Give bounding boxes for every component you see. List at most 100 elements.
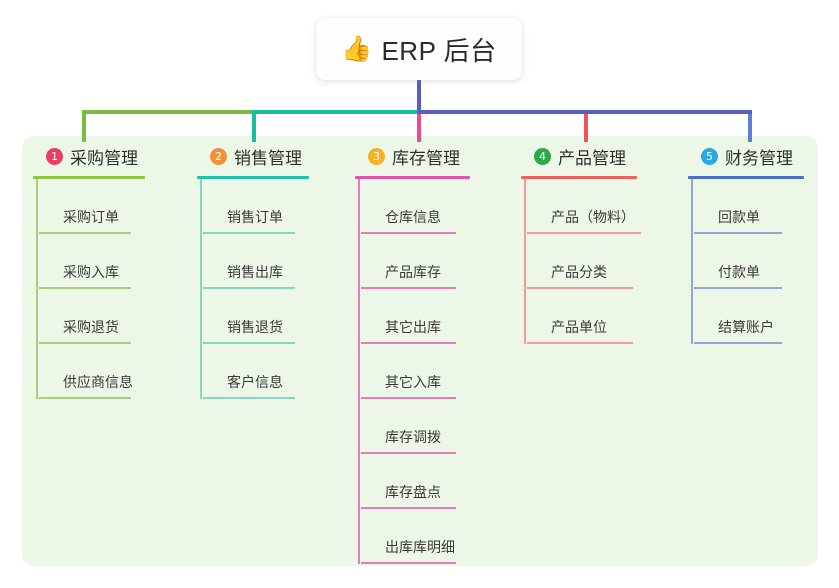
branch-item-label: 回款单 bbox=[718, 209, 760, 225]
branch-item-label: 产品分类 bbox=[551, 264, 607, 280]
branch-item-label: 产品库存 bbox=[385, 264, 441, 280]
branch-item-label: 供应商信息 bbox=[63, 374, 133, 390]
branch-header-rule bbox=[197, 176, 309, 179]
branch-title: 产品管理 bbox=[558, 148, 626, 168]
branch-item-label: 销售退货 bbox=[227, 319, 283, 335]
branch-header-rule bbox=[33, 176, 145, 179]
branch-number-badge: 1 bbox=[46, 147, 63, 165]
branch-title: 采购管理 bbox=[70, 148, 138, 168]
branch-item-label: 其它出库 bbox=[385, 319, 441, 335]
branch-item-label: 付款单 bbox=[718, 264, 760, 280]
branch-item-label: 产品（物料） bbox=[551, 209, 635, 225]
branch-item[interactable]: 其它出库 bbox=[361, 289, 470, 344]
branch-title: 库存管理 bbox=[392, 148, 460, 168]
branch-header-rule bbox=[355, 176, 470, 179]
branch-item-rule bbox=[203, 232, 295, 234]
branch-item-rule bbox=[527, 232, 641, 234]
root-node-title: ERP 后台 bbox=[381, 35, 497, 66]
branch-item-rule bbox=[527, 342, 633, 344]
branch-title: 销售管理 bbox=[234, 148, 302, 168]
branch-item-label: 出库库明细 bbox=[385, 539, 455, 555]
branch-header-4[interactable]: 4 产品管理 bbox=[521, 144, 637, 168]
branch-spine bbox=[200, 179, 202, 399]
branch-item[interactable]: 库存调拨 bbox=[361, 399, 470, 454]
branch-item[interactable]: 库存盘点 bbox=[361, 454, 470, 509]
branch-item-label: 客户信息 bbox=[227, 374, 283, 390]
branch-header-5[interactable]: 5 财务管理 bbox=[688, 144, 804, 168]
branch-item[interactable]: 产品分类 bbox=[527, 234, 637, 289]
branch-item[interactable]: 采购入库 bbox=[39, 234, 145, 289]
branch-item-rule bbox=[694, 287, 782, 289]
branch-number-badge: 4 bbox=[534, 147, 551, 165]
branch-column-5: 5 财务管理回款单付款单结算账户 bbox=[688, 144, 804, 344]
root-node-card[interactable]: 👍 ERP 后台 bbox=[316, 18, 522, 80]
branch-item-label: 采购订单 bbox=[63, 209, 119, 225]
drop-connector-5 bbox=[748, 110, 752, 142]
branch-item-list: 仓库信息产品库存其它出库其它入库库存调拨库存盘点出库库明细 bbox=[355, 179, 470, 564]
branch-spine bbox=[36, 179, 38, 399]
branch-spine bbox=[691, 179, 693, 344]
branch-item-rule bbox=[361, 452, 456, 454]
branch-item-rule bbox=[361, 342, 456, 344]
branch-column-1: 1 采购管理采购订单采购入库采购退货供应商信息 bbox=[33, 144, 145, 399]
branch-item-rule bbox=[361, 562, 456, 564]
branch-item[interactable]: 产品（物料） bbox=[527, 179, 641, 234]
branch-item[interactable]: 仓库信息 bbox=[361, 179, 470, 234]
branch-item[interactable]: 销售出库 bbox=[203, 234, 309, 289]
branch-header-rule bbox=[521, 176, 637, 179]
branch-item[interactable]: 其它入库 bbox=[361, 344, 470, 399]
branch-item[interactable]: 付款单 bbox=[694, 234, 804, 289]
branch-item[interactable]: 供应商信息 bbox=[39, 344, 145, 399]
root-node-inner: 👍 ERP 后台 bbox=[341, 31, 496, 68]
branch-item-rule bbox=[203, 287, 295, 289]
branch-item-list: 采购订单采购入库采购退货供应商信息 bbox=[33, 179, 145, 399]
branch-header-1[interactable]: 1 采购管理 bbox=[33, 144, 145, 168]
branch-item[interactable]: 客户信息 bbox=[203, 344, 309, 399]
branch-item[interactable]: 产品库存 bbox=[361, 234, 470, 289]
branch-column-2: 2 销售管理销售订单销售出库销售退货客户信息 bbox=[197, 144, 309, 399]
bus-segment-blue bbox=[418, 110, 752, 114]
branch-spine bbox=[524, 179, 526, 344]
branch-item-rule bbox=[39, 397, 131, 399]
branch-title: 财务管理 bbox=[725, 148, 793, 168]
trunk-connector bbox=[417, 80, 421, 113]
branch-item[interactable]: 产品单位 bbox=[527, 289, 637, 344]
branch-header-2[interactable]: 2 销售管理 bbox=[197, 144, 309, 168]
drop-connector-2 bbox=[252, 110, 256, 142]
branch-item-list: 产品（物料） 产品分类产品单位 bbox=[521, 179, 641, 344]
branch-item-rule bbox=[361, 507, 456, 509]
branch-item-rule bbox=[203, 342, 295, 344]
branch-spine bbox=[358, 179, 360, 564]
branch-header-3[interactable]: 3 库存管理 bbox=[355, 144, 470, 168]
drop-connector-4 bbox=[584, 113, 588, 142]
branch-item-rule bbox=[361, 397, 456, 399]
branch-item-rule bbox=[361, 287, 456, 289]
branch-item[interactable]: 结算账户 bbox=[694, 289, 804, 344]
branch-item-label: 产品单位 bbox=[551, 319, 607, 335]
branch-column-3: 3 库存管理仓库信息产品库存其它出库其它入库库存调拨库存盘点出库库明细 bbox=[355, 144, 470, 564]
drop-connector-3 bbox=[417, 113, 421, 142]
branch-item[interactable]: 采购退货 bbox=[39, 289, 145, 344]
branch-number-badge: 2 bbox=[210, 147, 227, 165]
branch-item[interactable]: 回款单 bbox=[694, 179, 804, 234]
branch-item-label: 采购入库 bbox=[63, 264, 119, 280]
branch-item-rule bbox=[39, 287, 131, 289]
branch-item[interactable]: 销售退货 bbox=[203, 289, 309, 344]
branch-item-list: 回款单付款单结算账户 bbox=[688, 179, 804, 344]
branch-item[interactable]: 采购订单 bbox=[39, 179, 145, 234]
branch-number-badge: 3 bbox=[368, 147, 385, 165]
branch-column-4: 4 产品管理产品（物料） 产品分类产品单位 bbox=[521, 144, 641, 344]
branch-item-label: 销售出库 bbox=[227, 264, 283, 280]
bus-segment-green bbox=[82, 110, 254, 114]
drop-connector-1 bbox=[82, 110, 86, 142]
branch-item-label: 采购退货 bbox=[63, 319, 119, 335]
branch-item-rule bbox=[694, 342, 782, 344]
bus-segment-teal bbox=[252, 110, 420, 114]
branch-number-badge: 5 bbox=[701, 147, 718, 165]
content-panel bbox=[22, 136, 818, 566]
branch-item-label: 仓库信息 bbox=[385, 209, 441, 225]
branch-item[interactable]: 销售订单 bbox=[203, 179, 309, 234]
branch-item-rule bbox=[203, 397, 295, 399]
thumbs-up-icon: 👍 bbox=[341, 34, 373, 63]
branch-item[interactable]: 出库库明细 bbox=[361, 509, 470, 564]
